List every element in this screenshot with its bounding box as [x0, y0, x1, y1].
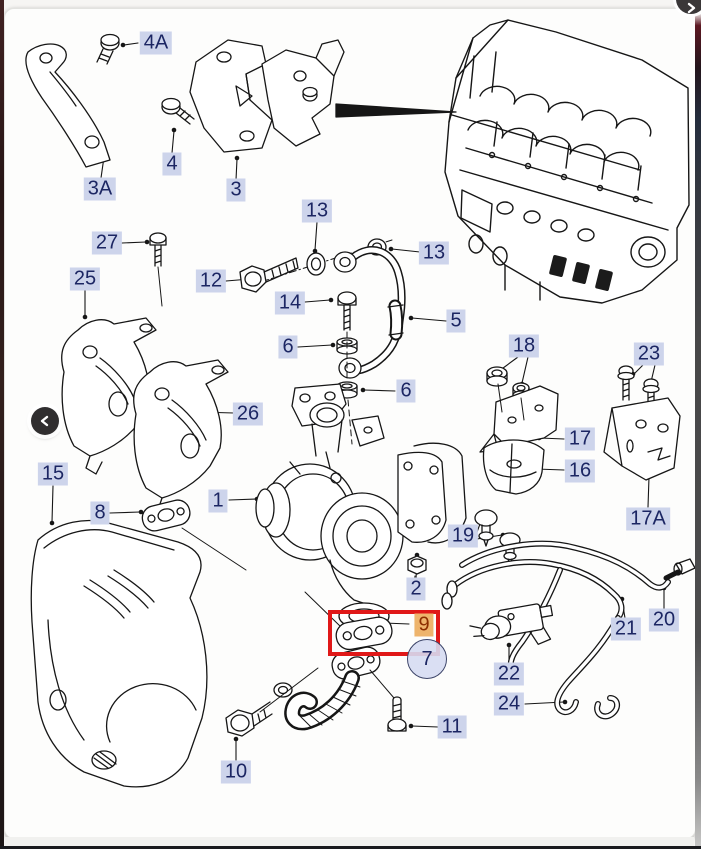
turbocharger-drawing [255, 383, 467, 630]
part-label-25[interactable]: 25 [69, 267, 101, 291]
oil-feed-pipe-group [239, 238, 406, 445]
solenoid-22-drawing [469, 603, 554, 645]
part-label-26[interactable]: 26 [232, 402, 264, 426]
next-page-button-cropped[interactable] [676, 0, 701, 14]
part-label-15[interactable]: 15 [37, 462, 69, 486]
part-label-1[interactable]: 1 [208, 489, 228, 513]
chevron-right-icon [687, 2, 696, 14]
part-label-3[interactable]: 3 [226, 178, 246, 202]
part-label-12[interactable]: 12 [195, 269, 227, 293]
bracket-25-drawing [61, 317, 157, 475]
part-label-4[interactable]: 4 [162, 152, 182, 176]
bolt-4a-drawing [96, 33, 120, 65]
part-label-5[interactable]: 5 [446, 309, 466, 333]
banjo-bolt-12-drawing [239, 257, 299, 293]
part-label-21[interactable]: 21 [610, 617, 642, 641]
part-label-6b[interactable]: 6 [396, 379, 416, 403]
part-label-14[interactable]: 14 [274, 291, 306, 315]
bolt-11-drawing [387, 696, 407, 732]
part-label-2[interactable]: 2 [406, 577, 426, 601]
part-label-27[interactable]: 27 [91, 231, 123, 255]
connector-20-drawing [663, 558, 696, 581]
install-direction-arrow [335, 103, 457, 118]
gasket-8-alignment-line [181, 527, 247, 571]
oil-return-pipe-drawing [259, 646, 395, 731]
prev-page-button[interactable] [31, 407, 59, 435]
part-label-7-circled[interactable]: 7 [407, 639, 447, 679]
part-label-13[interactable]: 13 [301, 199, 333, 223]
engine-drawing [444, 19, 690, 304]
stud-14-drawing [337, 291, 357, 331]
part-label-8[interactable]: 8 [90, 501, 110, 525]
part-label-9-selected[interactable]: 9 [414, 613, 434, 637]
bracket-26-drawing [133, 359, 229, 517]
oil-pipe-5-drawing [333, 246, 406, 379]
part-label-19[interactable]: 19 [447, 524, 479, 548]
part-label-24[interactable]: 24 [493, 692, 525, 716]
window-edge-bottom [0, 846, 701, 849]
bracket-3-drawing [189, 39, 345, 153]
part-label-23[interactable]: 23 [633, 342, 665, 366]
part-label-4a[interactable]: 4A [139, 31, 173, 55]
bracket-16-drawing [482, 439, 545, 495]
highlight-box [328, 610, 440, 656]
bracket-17a-drawing [603, 397, 681, 481]
vacuum-hose-group [441, 540, 696, 720]
chevron-left-icon [40, 415, 49, 427]
bracket-3a-drawing [25, 43, 111, 168]
bolt-4-drawing [161, 97, 195, 125]
bolt-10-drawing [225, 701, 273, 737]
grommet-19-drawings [474, 509, 521, 566]
part-label-11[interactable]: 11 [437, 715, 467, 739]
part-label-17[interactable]: 17 [564, 427, 596, 451]
part-label-20[interactable]: 20 [648, 608, 680, 632]
card-footer-strip [5, 837, 694, 846]
gasket-8-drawing [141, 499, 191, 532]
part-label-10[interactable]: 10 [220, 760, 252, 784]
part-label-18[interactable]: 18 [508, 334, 540, 358]
heat-shield-15-drawing [30, 519, 208, 788]
gasket-9-drawing [335, 616, 393, 651]
window-edge-left [0, 0, 4, 849]
part-label-22[interactable]: 22 [493, 662, 525, 686]
part-label-6[interactable]: 6 [278, 335, 298, 359]
part-label-17a[interactable]: 17A [626, 507, 670, 531]
part-label-13b[interactable]: 13 [418, 241, 450, 265]
bolt-27-drawing [149, 232, 167, 307]
window-edge-right [695, 0, 701, 849]
screw-23-drawings [617, 365, 660, 414]
part-label-3a[interactable]: 3A [83, 177, 117, 201]
part-label-16[interactable]: 16 [564, 459, 596, 483]
